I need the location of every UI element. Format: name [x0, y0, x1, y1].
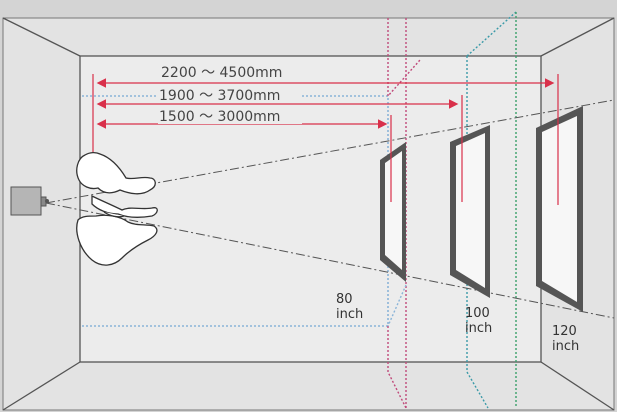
plane-80-top — [387, 18, 421, 98]
projection-ray-top — [45, 99, 615, 204]
screen-size-80: 80 — [336, 292, 353, 307]
plane-80-floor — [387, 284, 407, 327]
wall-edge-top-left — [2, 17, 81, 57]
screen-unit-100: inch — [465, 321, 492, 336]
screen-100 — [450, 125, 490, 298]
person-icon — [76, 151, 158, 266]
screen-size-120: 120 — [552, 324, 577, 339]
distance-label-120: 2200 ～ 4500mm — [161, 65, 282, 81]
screen-size-100: 100 — [465, 306, 490, 321]
dim-label-bg-80 — [158, 108, 302, 124]
plane-100-top — [466, 11, 517, 57]
wall-edge-top-right — [540, 17, 615, 57]
distance-label-100: 1900 ～ 3700mm — [159, 88, 280, 104]
screen-unit-120: inch — [552, 339, 579, 354]
wall-edge-bottom-left — [2, 361, 81, 411]
wall-edge-bottom-right — [540, 361, 615, 411]
dim-label-bg-120 — [160, 64, 304, 80]
screen-unit-80: inch — [336, 307, 363, 322]
dim-label-bg-100 — [158, 87, 302, 103]
projection-ray-bottom — [45, 202, 615, 319]
distance-label-80: 1500 ～ 3000mm — [159, 109, 280, 125]
screen-80 — [380, 142, 406, 282]
projector-icon — [10, 186, 49, 216]
screen-120 — [536, 106, 583, 312]
plane-80-bottom — [387, 326, 407, 409]
